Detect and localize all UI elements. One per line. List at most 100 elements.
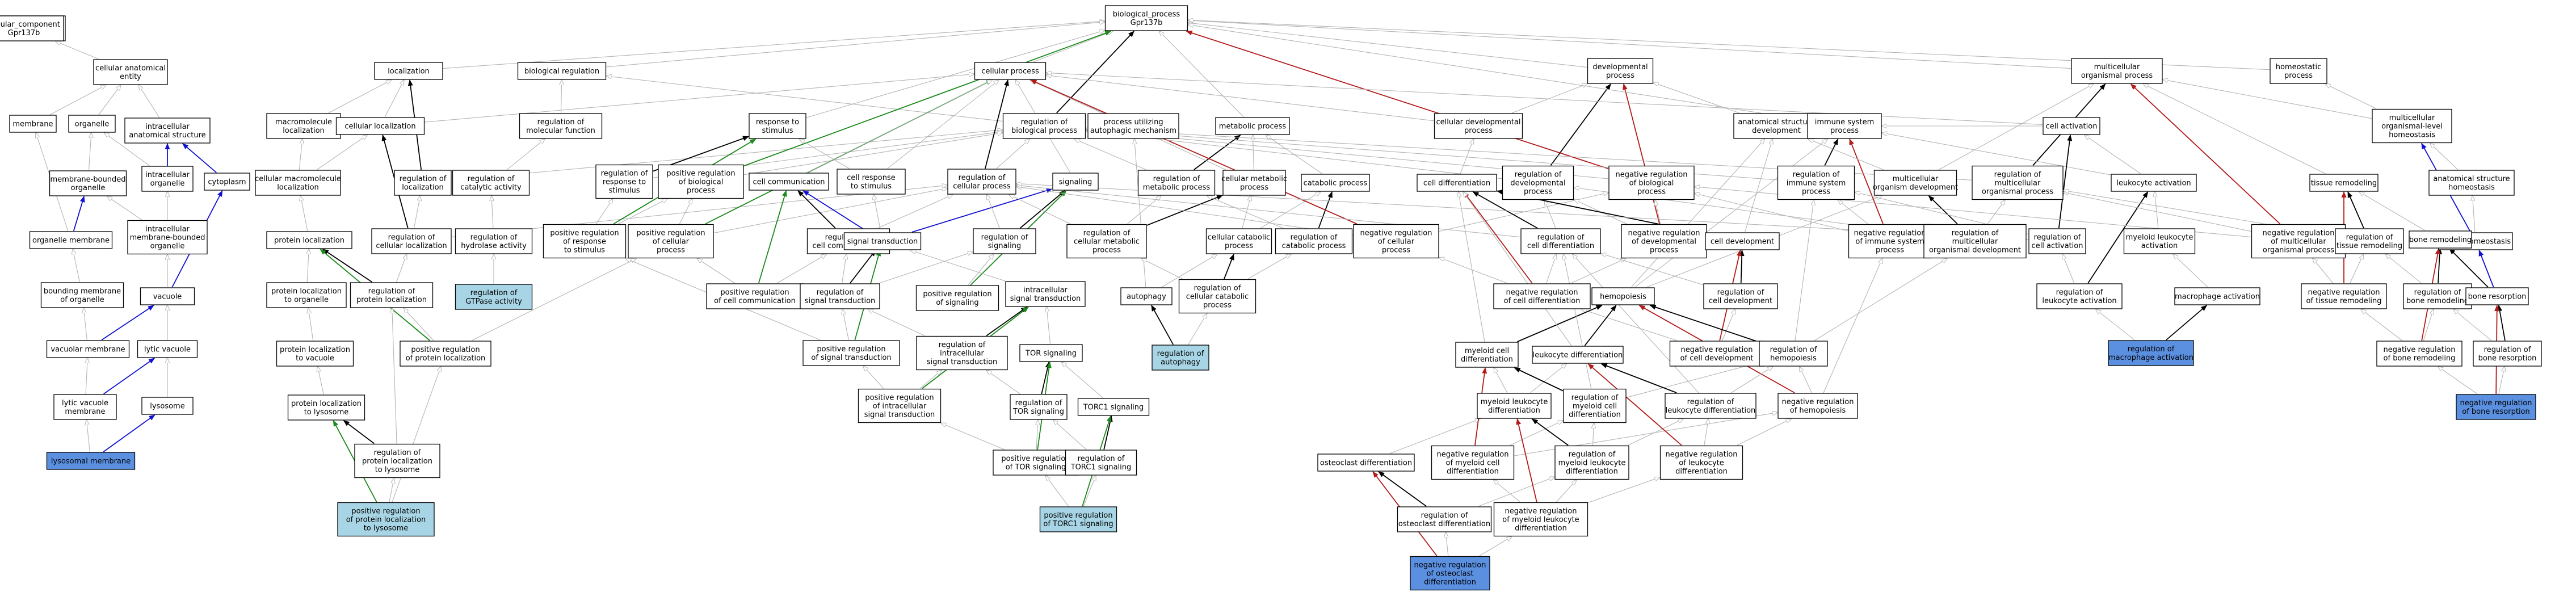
go-term-node-boneresorp[interactable]: bone resorption <box>2465 287 2529 305</box>
go-term-node-tissueremod[interactable]: tissue remodeling <box>2309 174 2379 192</box>
go-term-node-cellact[interactable]: cell activation <box>2043 117 2100 135</box>
go-term-node-leukodiff[interactable]: leukocyte differentiation <box>1532 346 1624 364</box>
go-term-node-lysosome[interactable]: lysosome <box>141 397 194 415</box>
go-term-node-leukoact[interactable]: leukocyte activation <box>2111 174 2197 192</box>
go-term-node-signaling[interactable]: signaling <box>1052 173 1099 191</box>
go-term-node-cellcomm[interactable]: cell communication <box>749 173 829 191</box>
go-term-node-localization[interactable]: localization <box>374 62 443 80</box>
go-term-node-protloc[interactable]: protein localization <box>266 231 352 249</box>
go-term-node-cellloc[interactable]: cellular localization <box>335 117 425 135</box>
go-term-node-lyticvac[interactable]: lytic vacuole <box>137 340 198 358</box>
go-term-node-cellproc[interactable]: cellular process <box>974 62 1047 80</box>
go-term-node-membrane[interactable]: membrane <box>9 115 57 133</box>
go-term-node-celldiff[interactable]: cell differentiation <box>1417 174 1497 192</box>
go-term-node-cytoplasm[interactable]: cytoplasm <box>204 173 250 191</box>
go-term-node-celldev[interactable]: cell development <box>1705 232 1780 250</box>
go-term-node-boneremod[interactable]: bone remodeling <box>2409 230 2472 249</box>
go-term-node-osteodiff[interactable]: osteoclast differentiation <box>1317 454 1415 472</box>
go-term-node-metproc[interactable]: metabolic process <box>1215 117 1290 135</box>
go-term-node-organelle[interactable]: organelle <box>68 115 116 133</box>
go-term-node-hemopoiesis[interactable]: hemopoiesis <box>1591 287 1655 305</box>
go-term-node-lysmem[interactable]: lysosomal membrane <box>46 452 136 470</box>
go-term-node-bioreg[interactable]: biological regulation <box>517 62 607 80</box>
go-term-node-vacuole[interactable]: vacuole <box>140 287 195 305</box>
go-term-node-orgmem[interactable]: organelle membrane <box>29 231 113 249</box>
go-term-node-macroact[interactable]: macrophage activation <box>2174 287 2260 305</box>
go-term-node-autophagy[interactable]: autophagy <box>1120 287 1173 305</box>
go-term-node-vacmem[interactable]: vacuolar membrane <box>46 340 130 358</box>
go-term-node-catab[interactable]: catabolic process <box>1301 174 1370 192</box>
